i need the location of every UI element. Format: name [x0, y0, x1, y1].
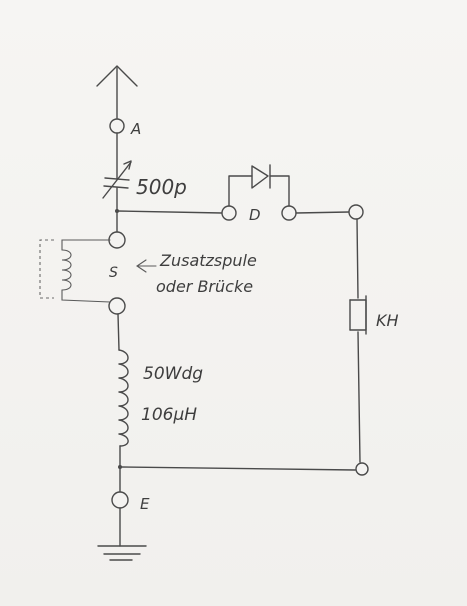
antenna-symbol — [96, 65, 138, 119]
switch-note-line2: oder Brücke — [156, 277, 253, 296]
auxiliary-coil — [39, 239, 111, 303]
terminal-e — [111, 491, 129, 509]
ground-symbol — [97, 507, 147, 561]
terminal-bottom-right — [355, 462, 369, 476]
headphone-symbol — [349, 295, 367, 335]
diode-symbol — [228, 164, 290, 207]
wire-right-lower — [357, 331, 361, 463]
switch-note-line1: Zusatzspule — [159, 251, 257, 270]
diode-terminal-left — [221, 205, 237, 221]
wire-switch-coil — [117, 313, 120, 351]
variable-capacitor — [102, 160, 132, 199]
diode-terminal-right — [281, 205, 297, 221]
terminal-a-label: A — [130, 120, 141, 138]
switch-label: S — [109, 265, 118, 281]
coil-turns-label: 50Wdg — [143, 364, 203, 384]
wire-bottom — [119, 466, 356, 471]
switch-terminal-top — [108, 231, 126, 249]
diode-label: D — [249, 206, 261, 224]
switch-terminal-bottom — [108, 297, 126, 315]
terminal-top-right — [348, 204, 364, 220]
wire-top-right — [295, 211, 350, 214]
note-arrowhead — [136, 259, 147, 273]
coil-inductance-label: 106µH — [141, 405, 197, 425]
capacitor-label: 500p — [136, 175, 187, 199]
main-coil — [118, 349, 129, 447]
wire-right-upper — [356, 218, 359, 299]
wire-top-left — [116, 210, 223, 214]
terminal-a — [109, 118, 125, 134]
terminal-e-label: E — [140, 495, 150, 513]
headphone-label: KH — [376, 311, 399, 330]
